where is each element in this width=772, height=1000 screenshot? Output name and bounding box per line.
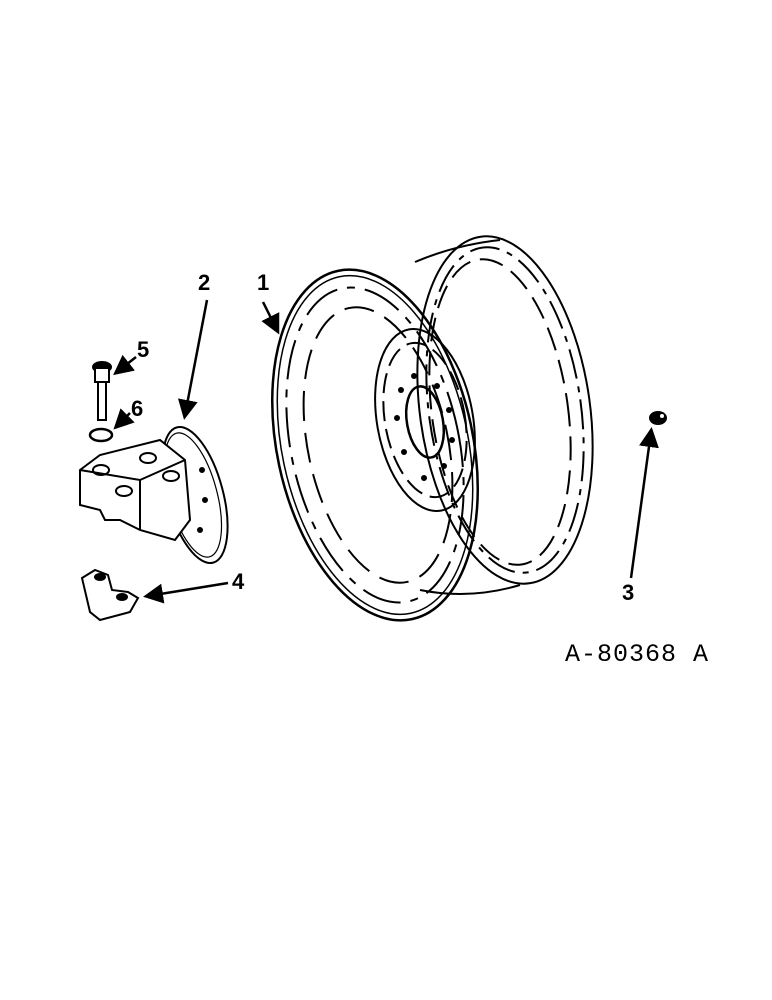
valve-stem-illustration — [649, 411, 667, 425]
leader-1 — [261, 301, 280, 335]
callout-2: 2 — [198, 270, 211, 295]
hub-clamp-illustration — [80, 568, 140, 622]
bolt-illustration — [92, 361, 112, 421]
wheel-rim-illustration — [270, 235, 594, 622]
leader-3 — [629, 427, 659, 579]
leader-5 — [113, 354, 137, 376]
callout-3: 3 — [622, 580, 635, 605]
leader-4 — [143, 581, 229, 604]
figure-id-label: A-80368 A — [565, 640, 710, 669]
leader-2 — [177, 299, 209, 420]
leader-6 — [113, 408, 135, 430]
callout-1: 1 — [257, 270, 270, 295]
washer-illustration — [88, 427, 114, 443]
callout-5: 5 — [137, 337, 150, 362]
callout-4: 4 — [232, 569, 245, 594]
callout-6: 6 — [131, 396, 144, 421]
wheel-hub-illustration — [79, 425, 229, 565]
stud-holes — [394, 373, 455, 481]
leader-lines — [113, 299, 659, 604]
